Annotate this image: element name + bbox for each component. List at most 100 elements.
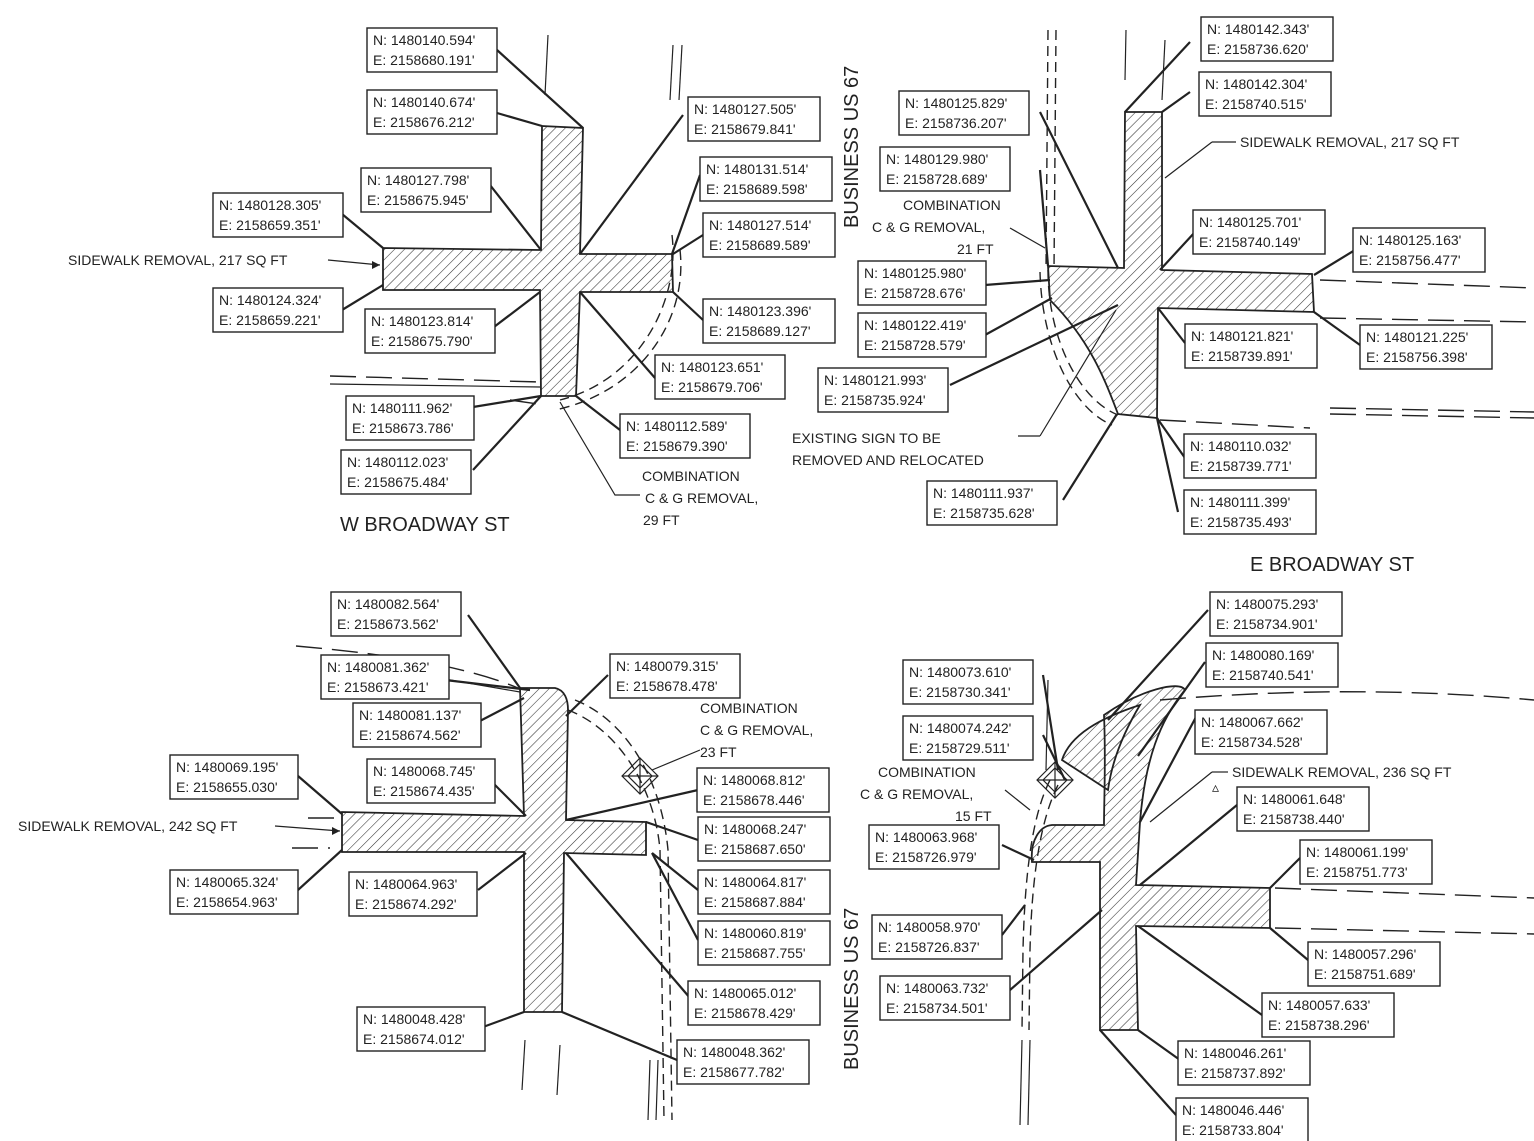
easting-text: E: 2158674.292' [355,896,457,912]
northing-text: N: 1480048.362' [683,1044,785,1060]
northing-text: N: 1480063.732' [886,980,988,996]
northing-text: N: 1480068.745' [373,763,475,779]
callout-box [356,1006,486,1052]
easting-text: E: 2158733.804' [1182,1122,1284,1138]
street-label-business-us67-bottom: BUSINESS US 67 [841,908,863,1070]
northing-text: N: 1480068.247' [704,821,806,837]
northing-text: N: 1480065.012' [694,985,796,1001]
callout-box [364,308,496,354]
note-cg-removal-23-line3: 23 FT [700,744,737,760]
callout-box [1261,992,1395,1038]
callout-box [1359,324,1493,370]
coordinate-callout: N: 1480065.012' E: 2158678.429' [687,980,821,1026]
northing-text: N: 1480075.293' [1216,596,1318,612]
easting-text: E: 2158675.790' [371,333,473,349]
easting-text: E: 2158728.689' [886,171,988,187]
callout-box [1352,227,1486,273]
easting-text: E: 2158680.191' [373,52,475,68]
callout-box [1175,1097,1309,1141]
northing-text: N: 1480125.163' [1359,232,1461,248]
note-cg-removal-15-line3: 15 FT [955,808,992,824]
note-cg-removal-23-line2: C & G REMOVAL, [700,722,813,738]
triangle-marker-icon: ▵ [1212,779,1219,795]
coordinate-callout: N: 1480127.514'E: 2158689.589' [702,212,836,258]
easting-text: E: 2158679.706' [661,379,763,395]
note-sidewalk-removal-se: SIDEWALK REMOVAL, 236 SQ FT [1232,764,1452,780]
easting-text: E: 2158678.446' [703,792,805,808]
northing-text: N: 1480067.662' [1201,714,1303,730]
note-cg-removal-15-line2: C & G REMOVAL, [860,786,973,802]
northing-text: N: 1480125.980' [864,265,966,281]
coordinate-callout: N: 1480046.446' E: 2158733.804' [1175,1097,1309,1141]
note-cg-removal-29-line1: COMBINATION [642,468,740,484]
coordinate-callout: N: 1480065.324'E: 2158654.963' [169,869,299,915]
coordinate-callout: N: 1480082.564'E: 2158673.562' [330,591,462,637]
callout-box [1192,209,1326,255]
note-cg-removal-21-line1: COMBINATION [903,197,1001,213]
callout-box [902,659,1034,705]
northing-text: N: 1480140.674' [373,94,475,110]
northing-text: N: 1480125.701' [1199,214,1301,230]
northing-text: N: 1480082.564' [337,596,439,612]
coordinate-callout: N: 1480067.662' E: 2158734.528' [1194,709,1328,755]
coordinate-callout: N: 1480111.937'E: 2158735.628' [926,480,1058,526]
callout-box [879,975,1011,1021]
callout-box [366,758,496,804]
coordinate-callout: N: 1480075.293'E: 2158734.901' [1209,591,1343,637]
coordinate-callout: N: 1480081.137'E: 2158674.562' [352,702,482,748]
callout-box [817,367,949,413]
coordinate-callout: N: 1480129.980'E: 2158728.689' [879,146,1011,192]
callout-box [1236,786,1370,832]
easting-text: E: 2158735.493' [1190,514,1292,530]
easting-text: E: 2158659.351' [219,217,321,233]
coordinate-callout: N: 1480069.195'E: 2158655.030' [169,754,299,800]
northing-text: N: 1480046.446' [1182,1102,1284,1118]
easting-text: E: 2158673.421' [327,679,429,695]
coordinate-callout: N: 1480111.962'E: 2158673.786' [345,395,475,441]
easting-text: E: 2158738.296' [1268,1017,1370,1033]
coordinate-callout: N: 1480081.362'E: 2158673.421' [320,654,450,700]
coordinate-callout: N: 1480128.305'E: 2158659.351' [212,192,344,238]
callout-box [699,156,833,202]
coordinate-callout: N: 1480121.993'E: 2158735.924' [817,367,949,413]
easting-text: E: 2158678.429' [694,1005,796,1021]
note-cg-removal-21-line2: C & G REMOVAL, [872,219,985,235]
callout-box [212,192,344,238]
northing-text: N: 1480046.261' [1184,1045,1286,1061]
easting-text: E: 2158654.963' [176,894,278,910]
note-sidewalk-removal-sw: SIDEWALK REMOVAL, 242 SQ FT [18,818,238,834]
northing-text: N: 1480057.633' [1268,997,1370,1013]
callout-box [609,653,741,699]
callout-box [687,96,821,142]
easting-text: E: 2158736.207' [905,115,1007,131]
northing-text: N: 1480110.032' [1190,438,1291,454]
sw-intersection [274,614,701,1121]
callout-box [696,767,830,813]
northing-text: N: 1480140.594' [373,32,475,48]
coordinate-callout: N: 1480140.674'E: 2158676.212' [366,89,498,135]
coordinate-callout: N: 1480068.247'E: 2158687.650' [697,816,831,862]
coordinate-callout: N: 1480121.821'E: 2158739.891' [1184,323,1318,369]
northing-text: N: 1480057.296' [1314,946,1416,962]
nw-intersection [327,34,704,496]
easting-text: E: 2158734.528' [1201,734,1303,750]
northing-text: N: 1480060.819' [704,925,806,941]
callout-box [1198,71,1332,117]
coordinate-callout: N: 1480127.798'E: 2158675.945' [360,167,492,213]
easting-text: E: 2158678.478' [616,678,718,694]
northing-text: N: 1480123.396' [709,303,811,319]
sw-sidewalk-removal-area [341,687,647,1013]
easting-text: E: 2158655.030' [176,779,278,795]
northing-text: N: 1480064.817' [704,874,806,890]
northing-text: N: 1480074.242' [909,720,1011,736]
coordinate-callouts: N: 1480140.594' E: 2158680.191' N: 1480140… [169,16,1493,1141]
easting-text: E: 2158726.837' [878,939,980,955]
northing-text: N: 1480121.225' [1366,329,1468,345]
coordinate-callout: N: 1480046.261'E: 2158737.892' [1177,1040,1311,1086]
note-sidewalk-removal-ne: SIDEWALK REMOVAL, 217 SQ FT [1240,134,1460,150]
street-label-e-broadway: E BROADWAY ST [1250,554,1414,576]
callout-box [212,287,344,333]
coordinate-callout: N: 1480111.399'E: 2158735.493' [1183,489,1317,535]
coordinate-callout: N: 1480061.199'E: 2158751.773' [1299,839,1433,885]
